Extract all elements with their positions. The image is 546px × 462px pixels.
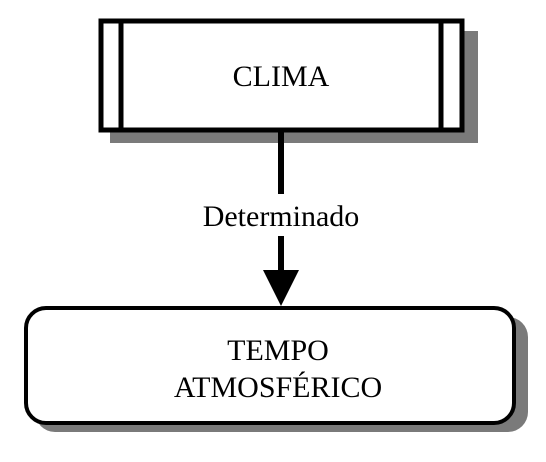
top-node-label: CLIMA bbox=[233, 60, 330, 93]
top-node-box bbox=[98, 18, 465, 133]
top-node-clima: CLIMA bbox=[98, 18, 478, 143]
connector-determinado: Determinado bbox=[180, 130, 382, 306]
arrowhead-down-icon bbox=[263, 270, 299, 306]
bottom-node-box bbox=[24, 306, 516, 425]
bottom-node-tempo-atmosferico: TEMPO ATMOSFÉRICO bbox=[24, 306, 528, 432]
connector-label-background bbox=[180, 194, 382, 236]
bottom-node-label-line2: ATMOSFÉRICO bbox=[174, 371, 382, 404]
connector-label: Determinado bbox=[203, 200, 360, 233]
bottom-node-label-line1: TEMPO bbox=[227, 334, 329, 367]
